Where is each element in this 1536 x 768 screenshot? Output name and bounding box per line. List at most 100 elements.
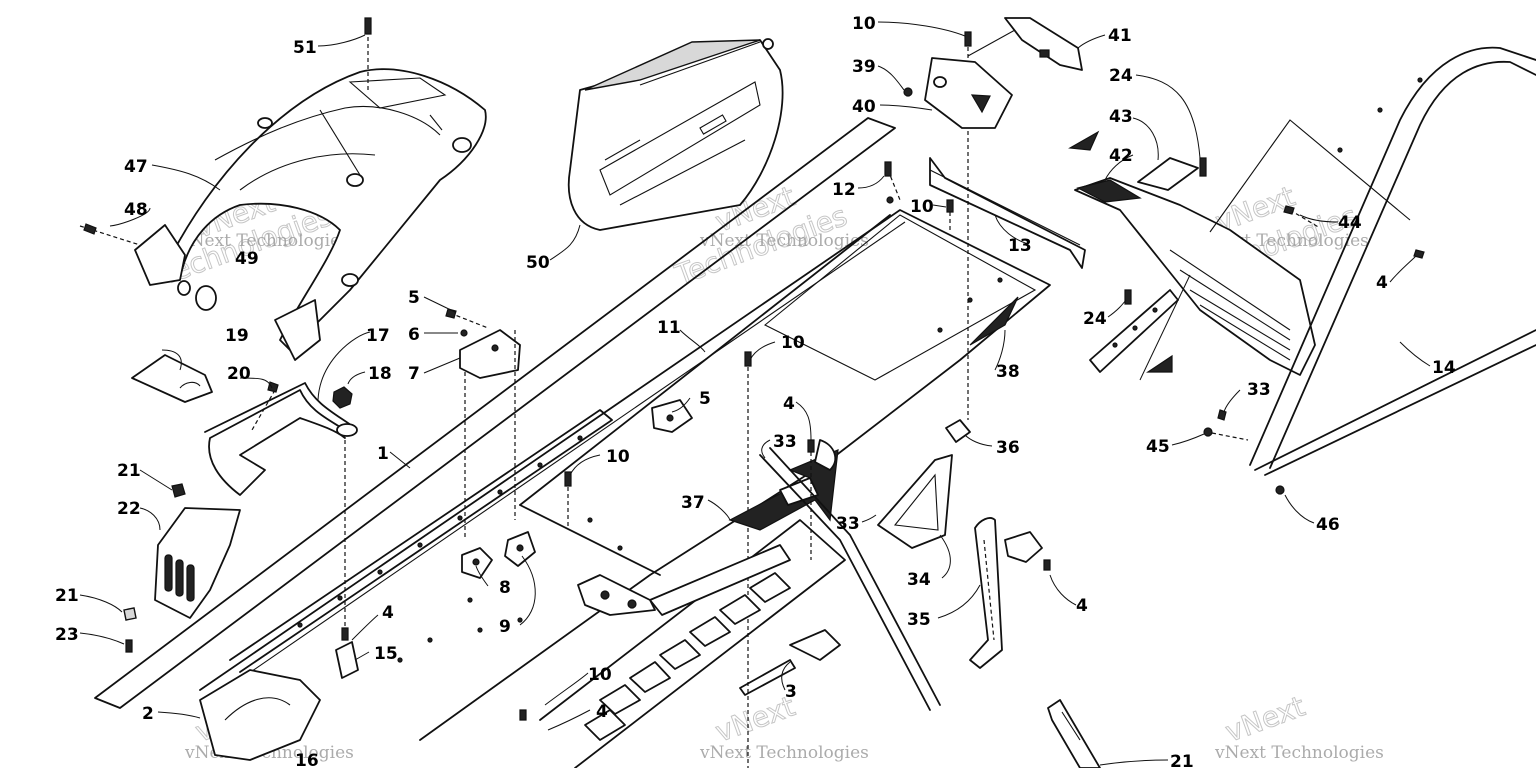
- part-21-nut: [123, 483, 186, 621]
- part-44-screw: [1283, 205, 1321, 229]
- part-5-bolt: [445, 308, 489, 329]
- callout-39: 39: [852, 57, 876, 77]
- callout-21: 21: [55, 586, 79, 606]
- callout-17: 17: [366, 326, 390, 346]
- callout-19: 19: [225, 326, 249, 346]
- part-35-strap: [969, 517, 1043, 669]
- callout-24: 24: [1109, 66, 1133, 86]
- part-14-bumper: [1209, 46, 1536, 476]
- part-12-bolt: [884, 161, 901, 201]
- part-7-bracket: [459, 329, 521, 540]
- callout-7: 7: [408, 364, 420, 384]
- callout-9: 9: [499, 617, 511, 637]
- part-3-bracket: [739, 629, 841, 696]
- part-19-cover: [131, 354, 213, 403]
- part-23-screw: [125, 639, 133, 653]
- part-48-bolt: [79, 223, 141, 246]
- part-37-decal: [728, 439, 839, 531]
- callout-3: 3: [785, 682, 797, 702]
- callouts: 51 47 48 49 50 19 17 18 20 1 21 22 21 23…: [55, 14, 1456, 768]
- callout-10: 10: [852, 14, 876, 34]
- callout-47: 47: [124, 157, 148, 177]
- callout-11: 11: [657, 318, 681, 338]
- callout-6: 6: [408, 325, 420, 345]
- part-43-decal: [1137, 157, 1199, 191]
- callout-42: 42: [1109, 146, 1133, 166]
- part-33-strap: [759, 447, 941, 711]
- leader-lines: [79, 21, 1431, 766]
- callout-18: 18: [368, 364, 392, 384]
- part-33-screw: [1217, 409, 1227, 421]
- callout-34: 34: [907, 570, 931, 590]
- part-24-screw: [1124, 157, 1207, 305]
- front-chassis: [577, 544, 791, 616]
- callout-46: 46: [1316, 515, 1340, 535]
- callout-2: 2: [142, 704, 154, 724]
- callout-4: 4: [1076, 596, 1088, 616]
- callout-35: 35: [907, 610, 931, 630]
- part-8-clip: [461, 547, 493, 579]
- callout-4: 4: [596, 702, 608, 722]
- callout-41: 41: [1108, 26, 1132, 46]
- callout-10: 10: [781, 333, 805, 353]
- callout-24: 24: [1083, 309, 1107, 329]
- part-38-plate: [969, 296, 1019, 346]
- callout-33: 33: [836, 514, 860, 534]
- part-51-bolt: [364, 17, 372, 92]
- rear-slotted-bar: [1089, 289, 1179, 373]
- watermark-company: vNext Technologies: [179, 231, 349, 251]
- callout-10: 10: [588, 665, 612, 685]
- part-40-mount: [924, 57, 1013, 129]
- callout-21: 21: [1170, 752, 1194, 768]
- part-17-grab-bar: [204, 382, 358, 496]
- callout-38: 38: [996, 362, 1020, 382]
- callout-14: 14: [1432, 358, 1456, 378]
- callout-4: 4: [382, 603, 394, 623]
- callout-43: 43: [1109, 107, 1133, 127]
- callout-36: 36: [996, 438, 1020, 458]
- callout-45: 45: [1146, 437, 1170, 457]
- callout-13: 13: [1008, 236, 1032, 256]
- callout-40: 40: [852, 97, 876, 117]
- part-22-bracket: [154, 507, 241, 619]
- callout-33: 33: [773, 432, 797, 452]
- part-6-nut: [460, 329, 468, 337]
- callout-33: 33: [1247, 380, 1271, 400]
- callout-4: 4: [783, 394, 795, 414]
- callout-21: 21: [117, 461, 141, 481]
- watermark-company: vNext Technologies: [1214, 743, 1384, 763]
- callout-49: 49: [235, 249, 259, 269]
- callout-10: 10: [910, 197, 934, 217]
- part-42-flap: [1074, 177, 1316, 376]
- watermark-brand: vNext: [1221, 690, 1309, 749]
- part-46-nut: [1275, 485, 1285, 495]
- callout-50: 50: [526, 253, 550, 273]
- callout-10: 10: [606, 447, 630, 467]
- part-41-bracket: [967, 17, 1083, 71]
- direction-arrow: [1068, 130, 1191, 381]
- side-rail-left: [229, 409, 613, 673]
- callout-16: 16: [295, 751, 319, 768]
- part-36-clip: [945, 419, 971, 443]
- running-board: [539, 519, 846, 768]
- callout-12: 12: [832, 180, 856, 200]
- part-11-tunnel: [199, 196, 1051, 741]
- part-50-bag: [567, 38, 784, 231]
- callout-20: 20: [227, 364, 251, 384]
- callout-8: 8: [499, 578, 511, 598]
- part-20-bolt: [251, 381, 279, 431]
- part-49-washer: [177, 280, 217, 311]
- part-18-nut: [332, 386, 353, 409]
- part-13-bracket: [929, 157, 1086, 269]
- part-15-bracket: [335, 440, 359, 679]
- part-5-clip: [651, 399, 693, 433]
- callout-5: 5: [699, 389, 711, 409]
- callout-5: 5: [408, 288, 420, 308]
- callout-1: 1: [377, 444, 389, 464]
- part-1-outline: [94, 117, 896, 709]
- callout-22: 22: [117, 499, 141, 519]
- part-47-seat: [134, 68, 487, 361]
- callout-15: 15: [374, 644, 398, 664]
- part-2-bracket: [199, 669, 321, 761]
